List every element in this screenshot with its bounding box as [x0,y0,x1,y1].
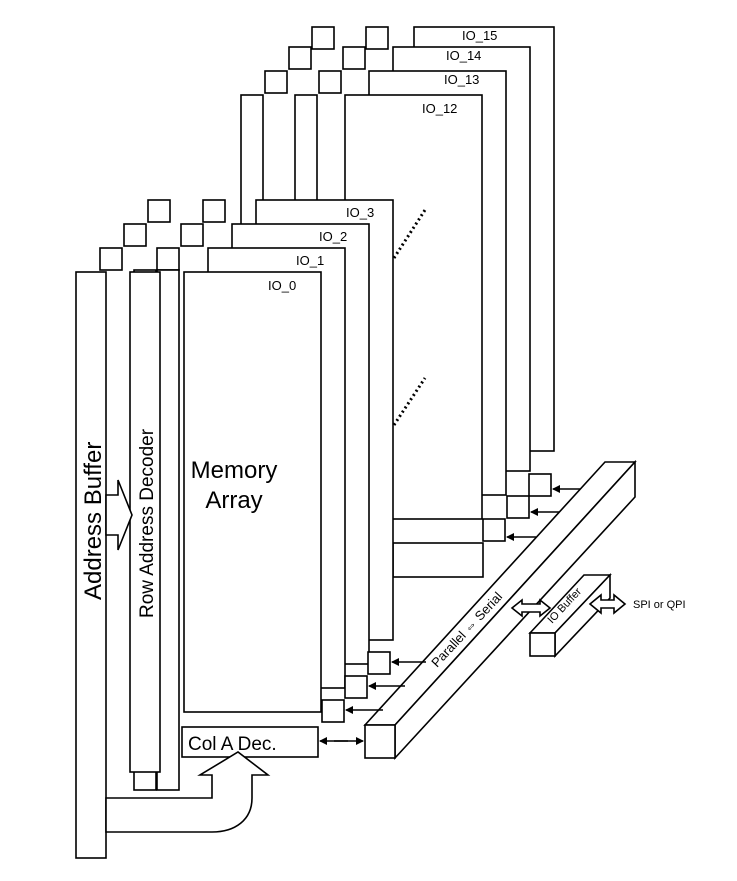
interface-label: SPI or QPI [633,599,686,611]
address-buffer: Address Buffer [75,271,107,859]
memory-array: IO_0 Memory Array [183,271,322,713]
memory-array-label: Array [205,487,262,514]
data-path-arrows [319,485,580,745]
io-plane-label: IO_0 [268,278,296,293]
io-plane-label: IO_2 [319,229,347,244]
io-plane-label: IO_14 [446,48,481,63]
io-plane-label: IO_3 [346,205,374,220]
bidirectional-arrow-icon [588,593,627,615]
column-address-arrow-icon [105,751,271,833]
memory-array-label: Memory [191,457,278,484]
column-decoder-label: Col A Dec. [188,734,277,755]
address-buffer-label: Address Buffer [80,442,107,600]
row-address-decoder-label: Row Address Decoder [137,428,158,618]
io-plane-label: IO_13 [444,72,479,87]
io-plane-label: IO_15 [462,28,497,43]
io-plane-label: IO_1 [296,253,324,268]
column-address-decoder: Col A Dec. [181,726,319,758]
row-address-decoder: Row Address Decoder [129,271,161,773]
address-arrow-icon [105,479,133,551]
bidirectional-arrow-icon [510,598,552,618]
io-plane-label: IO_12 [422,101,457,116]
continuation-dots [392,377,427,426]
